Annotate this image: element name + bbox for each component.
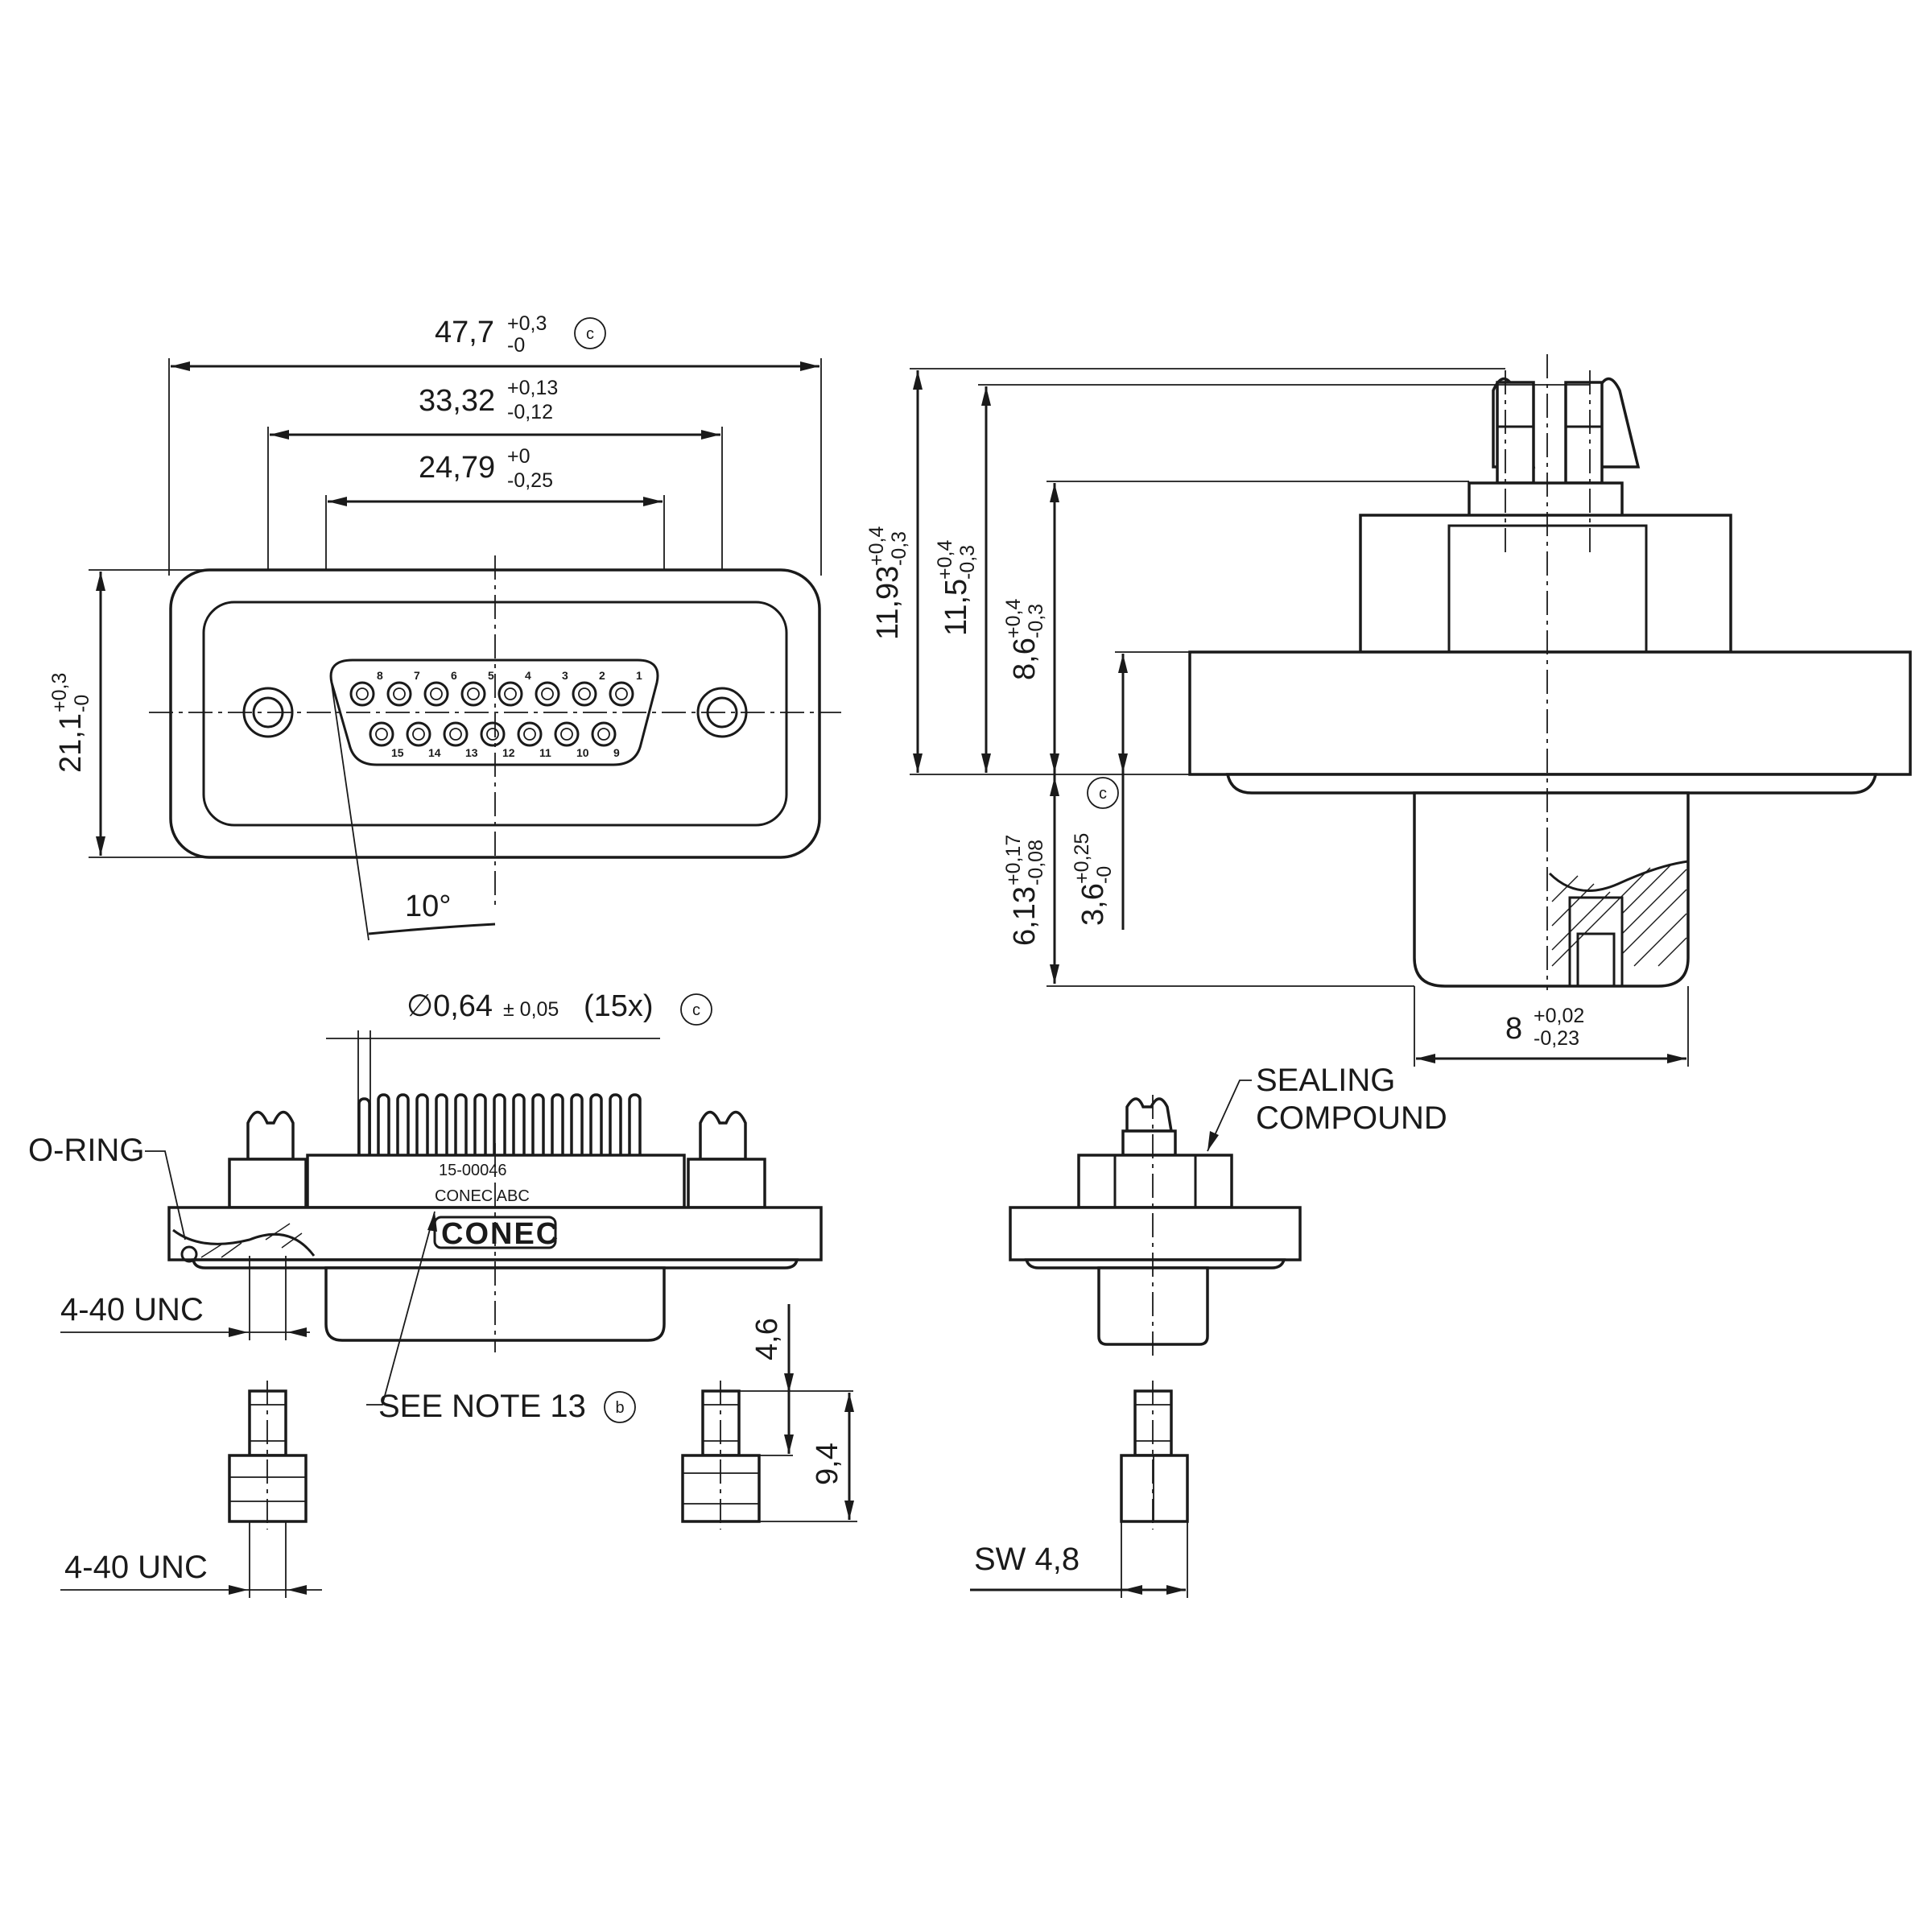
svg-text:8: 8 [377,669,383,682]
pin-diameter-tol: ± 0,05 [503,998,559,1021]
pin-height-tol-upper: +0,4 [934,540,956,580]
pin-numbers-top-row: 8 7 6 5 4 3 2 1 [377,669,642,682]
conec-logo [433,1216,557,1249]
conec-logo-text: CONEC [441,1217,559,1251]
standoff-total-dim: 9,4 [811,1443,844,1485]
standoff-left-top [246,1110,295,1161]
pin-contacts-top-row [349,681,634,707]
svg-text:12: 12 [502,746,515,759]
side-shell-width-tol-lower: -0,23 [1534,1027,1579,1050]
flange-offset-mark-circle [1087,777,1119,809]
mounting-hole-left [242,687,294,738]
svg-text:10: 10 [576,746,589,759]
svg-text:2: 2 [599,669,605,682]
wrench-size-label: SW 4,8 [974,1542,1080,1577]
see-note-mark: b [615,1399,624,1417]
side-view: 11,93 +0,4 -0,3 11,5 +0,4 -0,3 8,6 +0,4 … [865,354,1912,1067]
pin-contacts-bottom-row [369,721,617,747]
end-insert-body [1077,1154,1233,1209]
thread-label-bottom: 4-40 UNC [64,1550,208,1585]
part-marking-2: CONEC ABC [435,1187,530,1205]
o-ring-section [180,1245,198,1263]
end-standoff-hex [1120,1454,1189,1523]
standoff-short-dim: 4,6 [750,1318,784,1360]
pin-diameter-mark: c [692,1001,700,1019]
flange-offset-value: 3,6 [1076,883,1110,926]
svg-text:15: 15 [391,746,404,759]
pin-diameter-prefix: ∅0,64 [407,989,493,1023]
body-height-value: 8,6 [1008,638,1042,680]
front-view: 47,7 +0,3 -0 c 33,32 +0,13 -0,12 24,79 +… [48,312,841,941]
overall-height-tol-upper: +0,4 [865,526,888,566]
height-dim-tol-lower: -0 [71,695,93,712]
standoff-right-top [699,1110,747,1161]
overall-height-tol-lower: -0,3 [888,531,910,566]
thread-label-top: 4-40 UNC [60,1292,204,1327]
pin-height-tol-lower: -0,3 [956,545,979,580]
shell-depth-tol-lower: -0,08 [1025,840,1047,886]
svg-text:14: 14 [428,746,441,759]
bottom-view: ∅0,64 ± 0,05 (15x) c [28,989,857,1598]
svg-text:4: 4 [525,669,531,682]
width-dim-tol-lower: -0 [507,334,525,357]
svg-text:5: 5 [488,669,494,682]
sealing-label-line2: COMPOUND [1256,1100,1447,1136]
width-dim-value: 47,7 [435,316,494,349]
sealing-label-line1: SEALING [1256,1063,1395,1098]
upper-body [1359,514,1732,654]
side-flange [1188,650,1912,776]
pin-diameter-suffix: (15x) [584,989,654,1023]
side-shell-width-tol-upper: +0,02 [1534,1005,1584,1027]
flange-offset-tol-lower: -0 [1093,866,1116,884]
width-dim-mark: c [586,325,594,343]
mounting-hole-right [696,687,748,738]
see-note-mark-circle [604,1391,636,1423]
shell-width-tol-lower: -0,25 [507,469,553,492]
hole-pitch-value: 33,32 [419,384,495,418]
height-dim-value: 21,1 [54,713,88,773]
width-dim-tol-upper: +0,3 [507,312,547,335]
lower-shell [1413,791,1690,988]
o-ring-label: O-RING [28,1133,144,1168]
pin-diameter-mark-circle [680,993,712,1026]
pin-height-value: 11,5 [939,579,973,636]
see-note-text: SEE NOTE 13 [378,1389,586,1424]
end-view: SEALING COMPOUND SW 4,8 [970,1063,1447,1598]
pin-row-side [357,1093,642,1161]
pin-right [1596,377,1641,469]
svg-text:1: 1 [636,669,642,682]
shell-width-tol-upper: +0 [507,445,530,468]
flange-offset-mark: c [1099,785,1107,803]
loose-standoff-left-hex [228,1454,308,1523]
svg-text:11: 11 [539,746,551,759]
height-dim-tol-upper: +0,3 [48,673,71,712]
svg-text:3: 3 [562,669,568,682]
hole-pitch-tol-lower: -0,12 [507,401,553,423]
svg-text:13: 13 [465,746,478,759]
end-flange [1009,1206,1302,1261]
svg-text:7: 7 [414,669,420,682]
svg-text:6: 6 [451,669,457,682]
svg-text:9: 9 [613,746,620,759]
mark-c-circle [574,317,606,349]
part-marking-1: 15-00046 [439,1162,507,1179]
hole-pitch-tol-upper: +0,13 [507,377,558,399]
angle-label: 10° [405,890,451,923]
overall-height-value: 11,93 [871,566,905,640]
side-shell-width-value: 8 [1505,1012,1522,1046]
shell-depth-tol-upper: +0,17 [1002,835,1025,886]
pin-numbers-bottom-row: 15 14 13 12 11 10 9 [391,746,620,759]
body-height-tol-upper: +0,4 [1002,599,1025,638]
shell-width-value: 24,79 [419,451,495,485]
shell-depth-value: 6,13 [1008,886,1042,946]
flange-offset-tol-upper: +0,25 [1071,833,1093,884]
d-shell-outline [329,658,659,766]
body-height-tol-lower: -0,3 [1025,604,1047,638]
